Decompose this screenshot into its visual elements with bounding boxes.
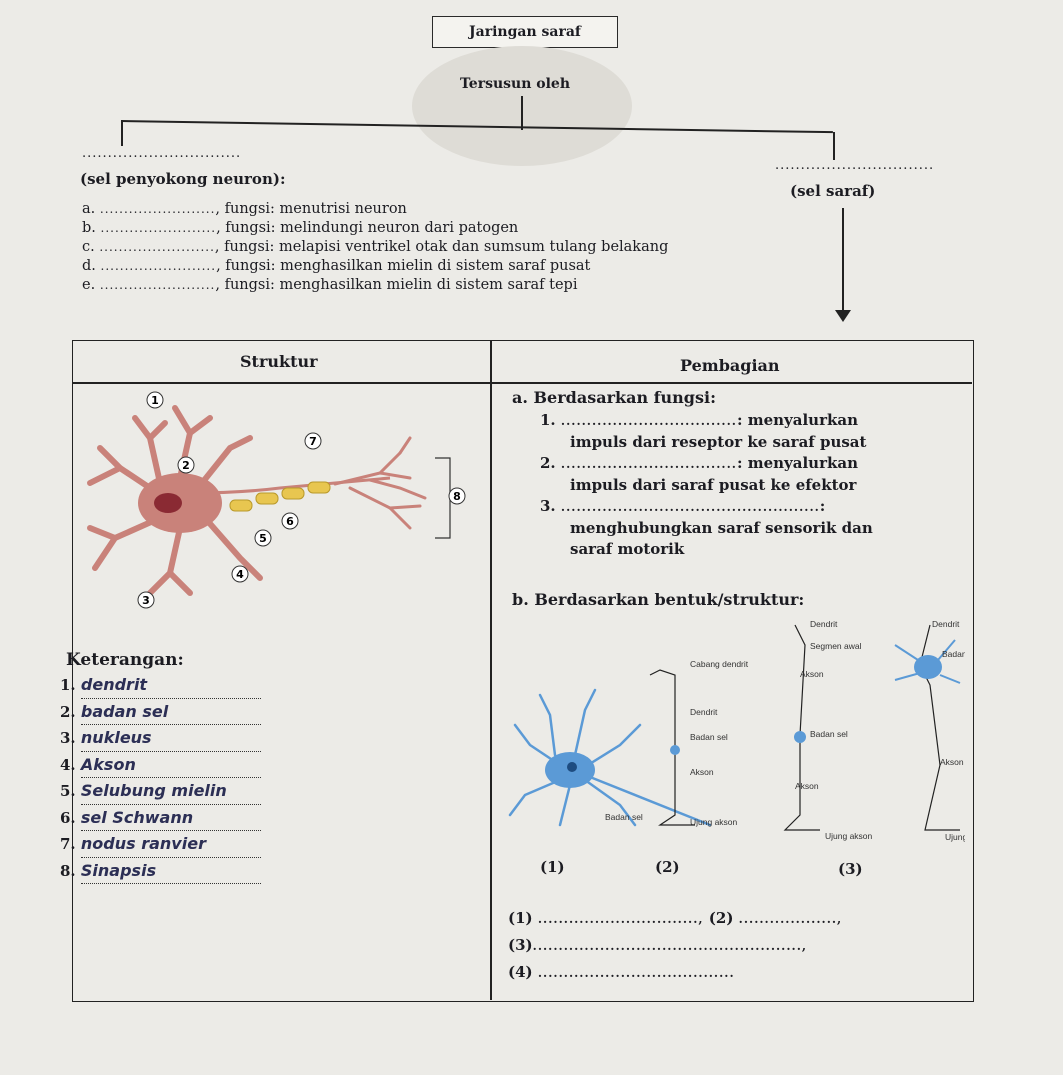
glia-item-e: e. ........................, fungsi: men… — [82, 277, 578, 293]
bentuk-answer-row-4: (4) ....................................… — [508, 963, 735, 981]
label-badan-sel: Badan sel — [690, 732, 728, 742]
fungsi-item-3-desc: menghubungkan saraf sensorik dan — [570, 519, 873, 537]
fungsi-item-2: 2. ..................................: m… — [540, 454, 858, 472]
fungsi-item-2-desc: impuls dari saraf pusat ke efektor — [570, 476, 857, 494]
table-header-pembagian: Pembagian — [680, 356, 780, 375]
keterangan-item-6: 6. sel Schwann — [60, 805, 261, 831]
glia-blank-e[interactable]: ........................ — [99, 278, 216, 292]
label-dendrit-4: Dendrit — [932, 619, 960, 629]
glia-list: a. ........................, fungsi: men… — [82, 200, 668, 295]
fungsi-item-3: 3. .....................................… — [540, 497, 826, 515]
connector-left-drop — [121, 120, 123, 146]
label-segmen-awal: Segmen awal — [810, 641, 862, 651]
glia-item-d: d. ........................, fungsi: men… — [82, 258, 591, 274]
bentuk-blank-3[interactable]: ........................................… — [532, 939, 808, 953]
glia-blank-c[interactable]: ........................ — [99, 240, 215, 254]
label-dendrit-3: Dendrit — [810, 619, 838, 629]
bentuk-blank-4[interactable]: ...................................... — [537, 966, 735, 980]
neuron-diagram: 1 2 3 4 5 6 7 8 — [87, 391, 466, 609]
label-ujung-akson: Ujung akson — [690, 817, 738, 827]
fungsi-blank-3[interactable]: ........................................… — [560, 500, 820, 514]
label-ujung-akson-3: Ujung akson — [825, 831, 873, 841]
glia-item-c: c. ........................, fungsi: mel… — [82, 239, 669, 255]
keterangan-item-8: 8. Sinapsis — [60, 858, 261, 884]
figure-label-2: (2) — [655, 858, 680, 876]
keterangan-item-4: 4. Akson — [60, 752, 261, 778]
fungsi-blank-1[interactable]: .................................. — [560, 414, 737, 428]
diagram-number-2: 2 — [182, 459, 190, 472]
label-badan-sel-2: Badan sel — [605, 812, 643, 822]
table-header-struktur: Struktur — [240, 352, 318, 371]
label-akson-3b: Akson — [795, 781, 819, 791]
figure-label-3: (3) — [838, 860, 863, 878]
title-text: Jaringan saraf — [469, 24, 581, 40]
bentuk-answer-row-1: (1) ..............................., (2)… — [508, 909, 843, 927]
bentuk-blank-1[interactable]: ..............................., — [537, 912, 704, 926]
bentuk-answers: (1) ..............................., (2)… — [508, 905, 842, 986]
label-cabang-dendrit: Cabang dendrit — [690, 659, 749, 669]
answer-3[interactable]: nukleus — [80, 725, 261, 752]
glia-item-b: b. ........................, fungsi: mel… — [82, 220, 519, 236]
connector-vertical — [521, 96, 523, 130]
fungsi-item-3-desc2: saraf motorik — [570, 540, 685, 558]
label-akson-4: Akson — [940, 757, 964, 767]
title-box: Jaringan saraf — [432, 16, 618, 48]
arrow-down-icon — [835, 310, 851, 322]
table-column-divider — [490, 340, 492, 1000]
diagram-number-4: 4 — [236, 568, 244, 581]
answer-4[interactable]: Akson — [80, 752, 261, 778]
right-branch-blank[interactable]: ............................... — [775, 158, 935, 173]
fungsi-list: 1. ..................................: m… — [540, 410, 955, 560]
label-akson: Akson — [690, 767, 714, 777]
keterangan-item-2: 2. badan sel — [60, 699, 261, 725]
diagram-number-6: 6 — [286, 515, 294, 528]
label-dendrit: Dendrit — [690, 707, 718, 717]
diagram-number-8: 8 — [453, 490, 461, 503]
diagram-number-5: 5 — [259, 532, 267, 545]
connector-right-drop — [833, 132, 835, 160]
answer-1[interactable]: dendrit — [80, 672, 261, 699]
bentuk-heading: b. Berdasarkan bentuk/struktur: — [512, 590, 805, 609]
keterangan-item-3: 3. nukleus — [60, 725, 261, 752]
keterangan-item-7: 7. nodus ranvier — [60, 831, 261, 858]
fungsi-item-1-desc: impuls dari reseptor ke saraf pusat — [570, 433, 867, 451]
diagram-number-7: 7 — [309, 435, 317, 448]
diagram-number-3: 3 — [142, 594, 150, 607]
answer-8[interactable]: Sinapsis — [80, 858, 261, 884]
subtitle-text: Tersusun oleh — [460, 76, 571, 92]
answer-6[interactable]: sel Schwann — [80, 805, 261, 831]
keterangan-title: Keterangan: — [66, 650, 184, 670]
bentuk-blank-2[interactable]: ..................., — [738, 912, 843, 926]
keterangan-item-5: 5. Selubung mielin — [60, 778, 261, 805]
left-branch-label: (sel penyokong neuron): — [80, 170, 286, 188]
label-badan-sel-4: Badan sel — [942, 649, 965, 659]
right-branch-label: (sel saraf) — [790, 182, 876, 200]
bentuk-answer-row-3: (3).....................................… — [508, 936, 808, 954]
label-ujung-akson-4: Ujung akson — [945, 832, 965, 842]
figure-label-1: (1) — [540, 858, 565, 876]
label-badan-sel-3: Badan sel — [810, 729, 848, 739]
label-akson-3: Akson — [800, 669, 824, 679]
structure-table — [72, 340, 974, 1002]
glia-blank-b[interactable]: ........................ — [100, 221, 217, 235]
table-header-divider — [72, 382, 972, 384]
answer-2[interactable]: badan sel — [80, 699, 261, 725]
fungsi-blank-2[interactable]: .................................. — [560, 457, 737, 471]
fungsi-item-1: 1. ..................................: m… — [540, 411, 858, 429]
glia-blank-a[interactable]: ........................ — [99, 202, 216, 216]
diagram-number-1: 1 — [151, 394, 159, 407]
fungsi-heading: a. Berdasarkan fungsi: — [512, 388, 716, 407]
glia-item-a: a. ........................, fungsi: men… — [82, 201, 407, 217]
right-arrow-line — [842, 208, 844, 313]
left-branch-blank[interactable]: ............................... — [82, 146, 242, 161]
answer-5[interactable]: Selubung mielin — [80, 778, 261, 805]
keterangan-list: 1. dendrit 2. badan sel 3. nukleus 4. Ak… — [60, 672, 261, 884]
answer-7[interactable]: nodus ranvier — [80, 831, 261, 858]
keterangan-item-1: 1. dendrit — [60, 672, 261, 699]
neuron-types-diagram: Cabang dendrit Dendrit Badan sel Akson B… — [508, 619, 965, 842]
glia-blank-d[interactable]: ........................ — [100, 259, 217, 273]
